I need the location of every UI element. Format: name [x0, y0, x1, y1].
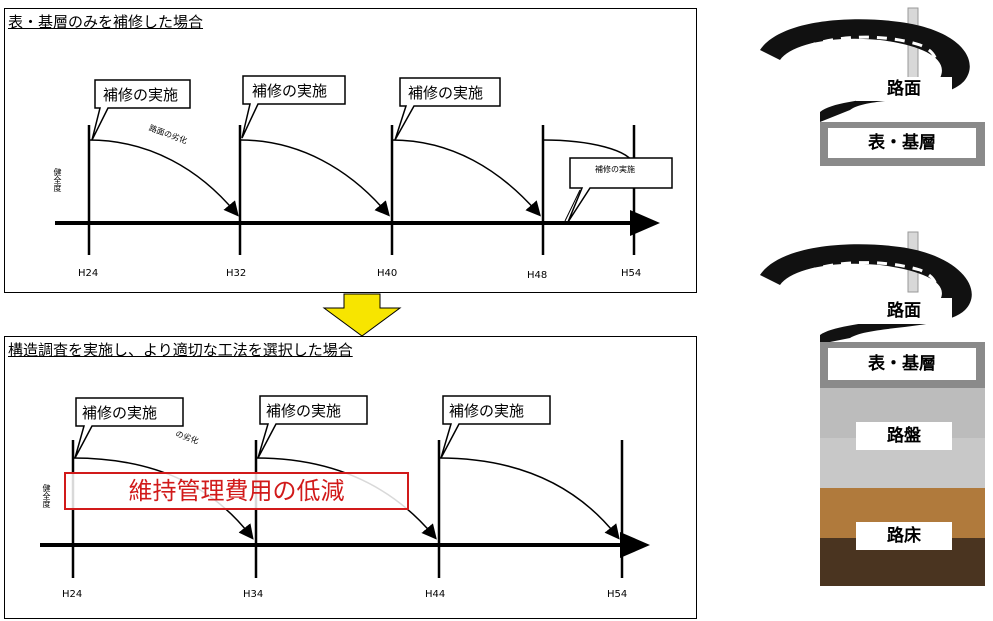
road-bottom-base-inner [828, 348, 976, 380]
top-callout-3-label: 補修の実施 [408, 84, 484, 102]
bottom-tick-h54: H54 [607, 589, 628, 600]
bottom-callout-2 [257, 395, 368, 459]
top-callout-4 [567, 157, 673, 223]
top-panel-title: 表・基層のみを補修した場合 [8, 13, 204, 31]
road-bottom-surface-label: 路面 [856, 298, 952, 324]
cost-reduction-box: 維持管理費用の低減 [64, 472, 409, 510]
road-bottom-subgrade-label: 路床 [856, 522, 952, 550]
bottom-panel-title: 構造調査を実施し、より適切な工法を選択した場合 [8, 341, 353, 359]
road-bottom-base-label: 表・基層 [868, 354, 936, 374]
bottom-callout-3-label: 補修の実施 [449, 402, 525, 420]
bottom-tick-h34: H34 [243, 589, 264, 600]
top-tick-h32: H32 [226, 268, 247, 279]
bottom-axis-arrowhead [620, 532, 650, 558]
bottom-tick-h44: H44 [425, 589, 446, 600]
top-callout-3 [394, 77, 501, 141]
top-diagram-panel: 表・基層のみを補修した場合 [4, 8, 697, 293]
bottom-callout-1 [74, 397, 184, 459]
road-bottom-subbase-label: 路盤 [856, 422, 952, 450]
top-y-label: 健全度 [53, 168, 62, 192]
road-top-base-inner [828, 128, 976, 158]
top-decay-curve-1 [88, 139, 239, 217]
top-callout-1 [91, 79, 191, 141]
top-tick-h54: H54 [621, 268, 642, 279]
road-bottom-asphalt [760, 244, 972, 344]
bottom-y-label: 健全度 [42, 484, 51, 508]
bottom-callout-1-label: 補修の実施 [82, 404, 158, 422]
top-tick-h40: H40 [377, 268, 398, 279]
top-callout-2 [241, 75, 346, 139]
top-decay-curve-2 [239, 139, 390, 217]
bottom-decay-curve-3 [438, 457, 620, 540]
bottom-tick-h24: H24 [62, 589, 83, 600]
top-callout-2-label: 補修の実施 [252, 82, 328, 100]
road-top-centerline [789, 35, 938, 87]
top-callout-4-label: 補修の実施 [595, 165, 635, 174]
bottom-callout-2-label: 補修の実施 [266, 402, 342, 420]
road-bottom-centerline [789, 261, 938, 312]
top-callout-1-label: 補修の実施 [103, 86, 179, 104]
top-tick-h24: H24 [78, 268, 99, 279]
road-top-surface-label: 路面 [856, 77, 952, 101]
bottom-callout-3 [440, 395, 551, 459]
top-tick-h48: H48 [527, 270, 548, 281]
top-decay-curve-3 [391, 139, 541, 217]
top-recovery-line [564, 189, 581, 222]
top-axis-arrowhead [630, 210, 660, 236]
road-top-base-label: 表・基層 [868, 133, 936, 153]
down-arrow-icon [322, 293, 402, 337]
